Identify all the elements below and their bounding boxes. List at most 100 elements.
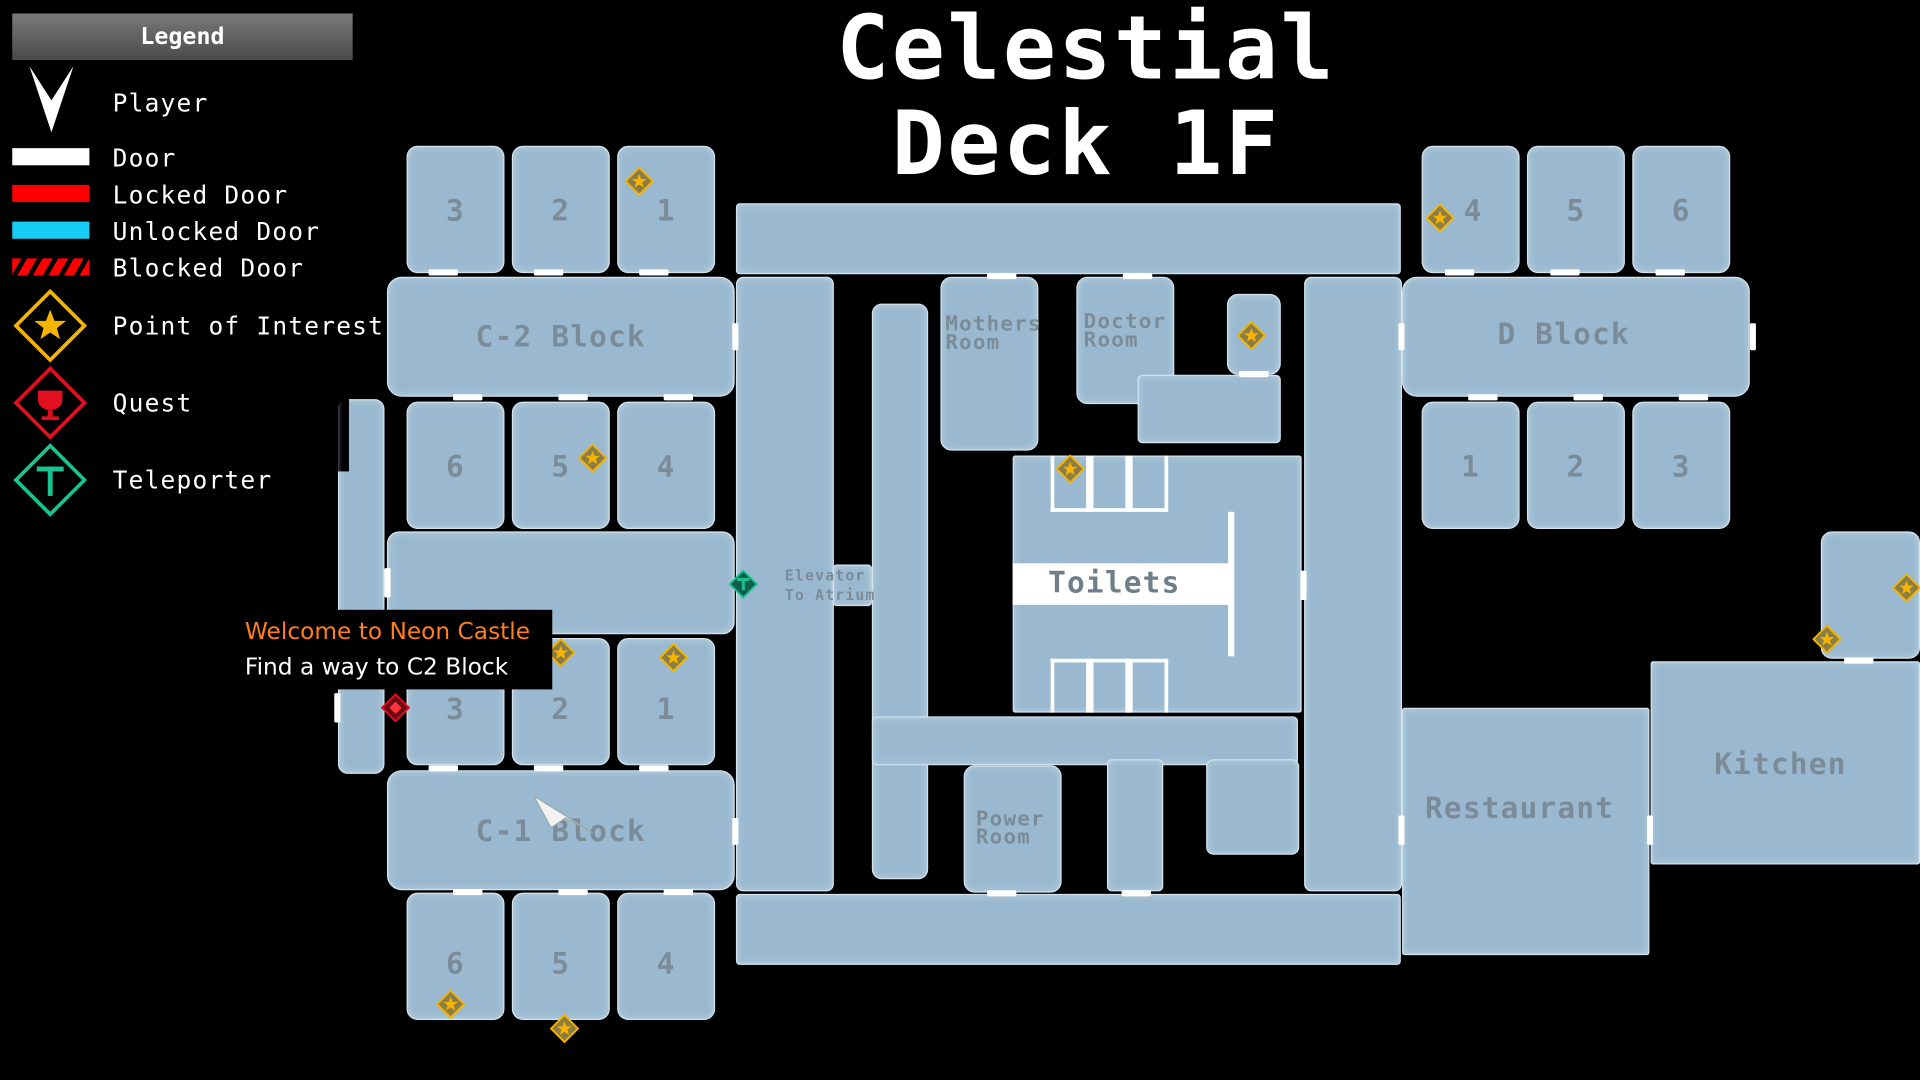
teleporter-icon [13,443,88,517]
door [732,323,739,351]
toilet-stall [1128,455,1169,512]
d-cell-3 [1632,401,1731,529]
door [639,765,669,772]
top-corridor [735,203,1401,275]
c2-cell-3-label: 3 [446,193,465,228]
door [986,273,1017,280]
door [334,693,341,723]
door [384,568,391,598]
door [663,888,694,896]
map-title: Celestial Deck 1F [836,0,1337,195]
door [1550,269,1580,276]
poi-star-icon[interactable] [1812,624,1842,654]
door [1121,890,1152,897]
c2-cell-2-label: 2 [551,193,571,228]
legend-label-poi: Point of Interest [112,311,385,341]
mothers-room [940,276,1039,451]
closet-annex [1137,374,1281,444]
d-cell-6-label: 6 [1671,193,1691,228]
d-cell-2 [1526,401,1625,529]
d-cell-5-label: 5 [1566,193,1586,228]
c1-cell-1-label: 1 [656,691,676,727]
door [639,269,669,276]
c2-cell-4-label: 4 [656,449,676,484]
c2-cell-6-label: 6 [446,449,465,484]
door [986,890,1017,897]
elevator-room [832,564,872,607]
door [533,765,564,772]
quest-tooltip: Welcome to Neon Castle Find a way to C2 … [236,609,553,690]
c1-cell-6-label: 6 [446,946,465,981]
toilets-divider [1228,511,1235,657]
door [1444,269,1475,276]
legend-label-door: Door [112,143,177,173]
d-cell-3-label: 3 [1671,449,1691,484]
door [1468,394,1498,401]
door [1844,657,1874,664]
door [428,765,458,772]
restaurant-label: Restaurant [1425,791,1615,826]
door [1122,273,1153,280]
poi-star-icon[interactable] [577,443,608,473]
poi-star-icon [13,288,88,363]
west-corridor [337,399,385,774]
blocked-door-swatch [12,258,90,276]
door [453,394,483,401]
d-block [1402,276,1750,397]
c2-cell-3 [406,145,505,274]
door [1646,815,1654,845]
doctor-room-label: Doctor Room [1083,309,1167,353]
door [1300,570,1307,601]
quest-objective: Find a way to C2 Block [244,653,509,681]
teleporter-icon[interactable] [728,569,758,599]
door [558,394,588,401]
c2-cell-4 [617,401,716,529]
bottom-corridor [735,893,1401,965]
legend-label-player: Player [112,88,209,118]
player-arrow-icon [29,66,74,133]
d-cell-2-label: 2 [1566,449,1586,484]
door [558,888,588,896]
legend-label-blocked-door: Blocked Door [112,253,305,283]
poi-star-icon[interactable] [1055,454,1085,484]
toilet-stall [1089,455,1129,512]
poi-star-icon[interactable] [1236,320,1267,351]
c1-cell-2-label: 2 [551,691,571,727]
c2-cell-6 [406,401,505,529]
d-block-label: D Block [1497,317,1630,352]
poi-star-icon[interactable] [1425,203,1455,233]
door [732,817,739,845]
poi-star-icon[interactable] [1891,573,1920,603]
c1-cell-5-label: 5 [551,946,571,981]
toilets-sign-bar [1012,563,1231,605]
poi-star-icon[interactable] [435,989,466,1019]
c2-block [386,276,735,397]
legend-label-quest: Quest [112,388,193,418]
c1-cell-4-label: 4 [656,946,676,981]
restaurant-room [1402,707,1650,956]
fog-overlay [326,373,349,472]
door [1398,815,1405,845]
poi-star-icon[interactable] [549,1013,580,1044]
door [1749,323,1756,351]
c1-cell-3-label: 3 [446,691,465,727]
door [1398,323,1405,351]
door [1573,394,1603,401]
c2-cell-1 [617,145,716,274]
door [1678,394,1709,401]
legend-label-teleporter: Teleporter [112,465,273,495]
unlocked-door-swatch [12,221,90,239]
quest-title: Welcome to Neon Castle [244,618,531,646]
d-cell-1-label: 1 [1461,449,1481,484]
door [1655,269,1685,276]
d-cell-5 [1526,145,1625,274]
quest-marker-icon[interactable] [380,693,411,723]
locked-door-swatch [12,184,90,203]
door-swatch [12,148,90,166]
poi-star-icon[interactable] [658,642,689,673]
inner-corridor-vertical [871,303,929,880]
d-cell-4-label: 4 [1463,193,1483,228]
c2-block-label: C-2 Block [475,319,646,354]
legend-header: Legend [12,13,353,61]
poi-star-icon[interactable] [624,166,654,196]
